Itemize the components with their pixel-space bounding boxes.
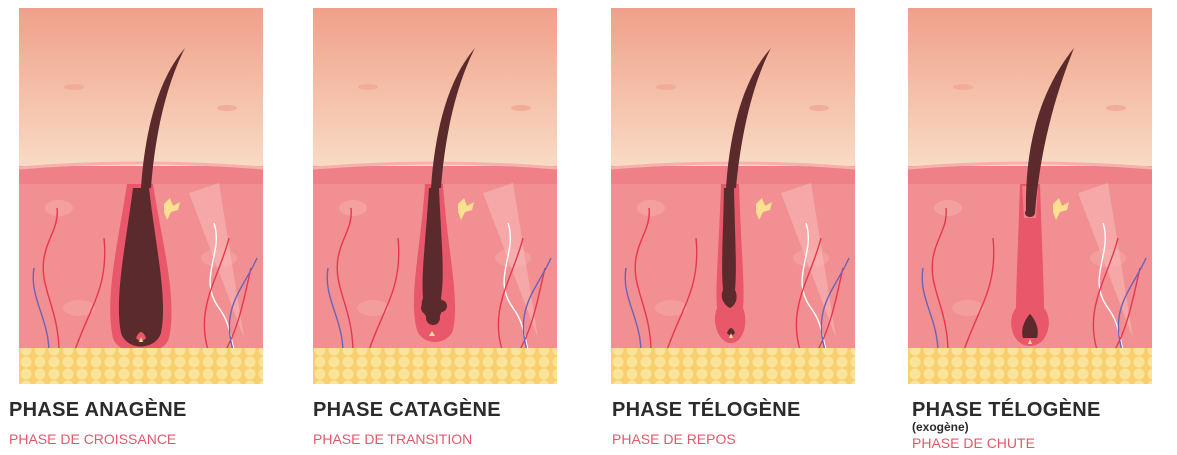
hair-follicle-illustration-anagen bbox=[19, 8, 263, 384]
panel-telogen bbox=[611, 8, 855, 384]
phase-subtitle: PHASE DE REPOS bbox=[612, 430, 882, 448]
caption-exogen: PHASE TÉLOGÈNE (exogène) PHASE DE CHUTE bbox=[912, 398, 1177, 452]
phase-note: (exogène) bbox=[912, 421, 1177, 434]
hair-follicle-illustration-catagen bbox=[313, 8, 557, 384]
panel-exogen bbox=[908, 8, 1152, 384]
phase-subtitle: PHASE DE TRANSITION bbox=[313, 430, 583, 448]
phase-title: PHASE CATAGÈNE bbox=[313, 398, 583, 422]
panel-anagen bbox=[19, 8, 263, 384]
phase-subtitle: PHASE DE CROISSANCE bbox=[9, 430, 279, 448]
hair-follicle-illustration-telogen bbox=[611, 8, 855, 384]
panel-catagen bbox=[313, 8, 557, 384]
caption-anagen: PHASE ANAGÈNE PHASE DE CROISSANCE bbox=[9, 398, 279, 448]
caption-catagen: PHASE CATAGÈNE PHASE DE TRANSITION bbox=[313, 398, 583, 448]
phase-subtitle: PHASE DE CHUTE bbox=[912, 434, 1177, 452]
hair-follicle-illustration-exogen bbox=[908, 8, 1152, 384]
phase-title: PHASE TÉLOGÈNE bbox=[912, 398, 1177, 422]
phase-title: PHASE TÉLOGÈNE bbox=[612, 398, 882, 422]
phase-title: PHASE ANAGÈNE bbox=[9, 398, 279, 422]
caption-telogen: PHASE TÉLOGÈNE PHASE DE REPOS bbox=[612, 398, 882, 448]
